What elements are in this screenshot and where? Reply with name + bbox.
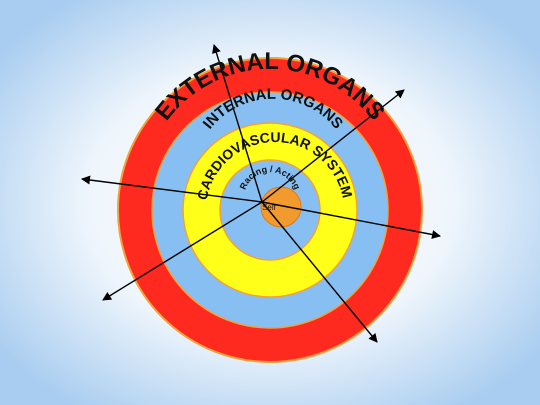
- arrow-up-left: [212, 44, 263, 203]
- arrows: [81, 44, 441, 343]
- arrow-left: [81, 175, 263, 203]
- arrow-down-right: [261, 201, 378, 343]
- arrow-down-left: [102, 201, 263, 301]
- rings: [117, 57, 423, 363]
- label-self: Self: [262, 203, 277, 212]
- arrow-right: [261, 201, 441, 239]
- arrow-up-right: [261, 89, 405, 203]
